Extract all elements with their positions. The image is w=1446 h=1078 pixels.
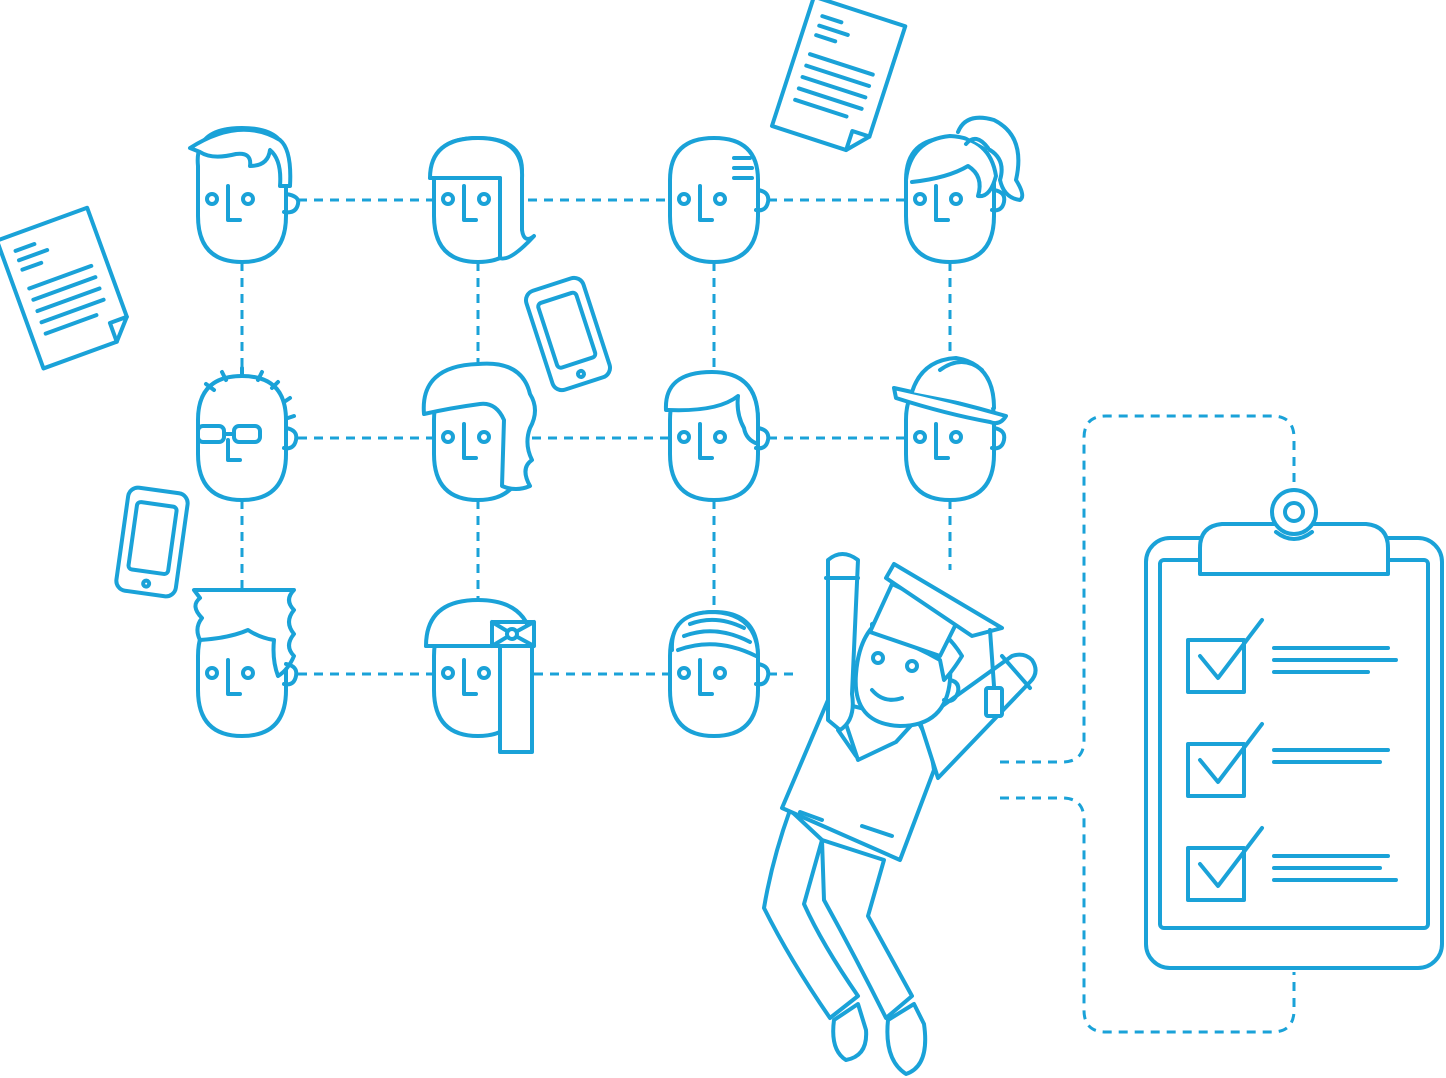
person-combover xyxy=(668,610,771,738)
phone-icon xyxy=(524,275,612,393)
checklist-item xyxy=(1186,618,1398,694)
checklist-item xyxy=(1186,826,1398,902)
person-balding xyxy=(668,136,771,264)
person-bob-bangs xyxy=(428,136,536,264)
person-ponytail xyxy=(904,115,1025,264)
document-icon xyxy=(769,0,908,153)
network-connections xyxy=(240,198,1296,1034)
person-curly-hair xyxy=(421,361,537,502)
person-crew-cut xyxy=(188,126,301,264)
person-fedora xyxy=(892,356,1008,502)
checklist-item xyxy=(1186,722,1390,798)
person-spiky-glasses xyxy=(196,366,299,502)
person-wavy-top xyxy=(192,588,299,738)
graduate-jumping xyxy=(762,552,1038,1076)
clipboard-icon xyxy=(1144,488,1444,970)
document-icon xyxy=(0,205,129,371)
person-side-part xyxy=(663,370,771,502)
phone-icon xyxy=(114,485,190,599)
person-long-bow xyxy=(424,598,536,754)
